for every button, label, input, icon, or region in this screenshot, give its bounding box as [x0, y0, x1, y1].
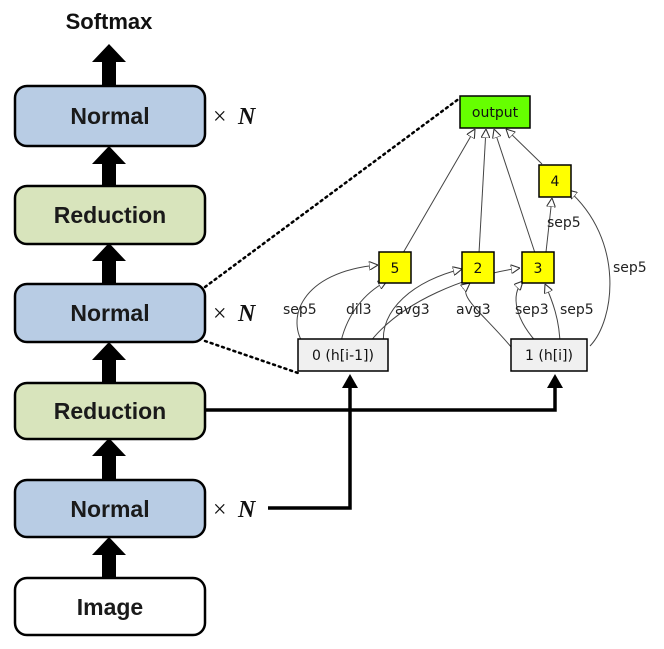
svg-text:N: N — [237, 104, 257, 130]
cell-output-node: output — [459, 95, 531, 129]
svg-text:3: 3 — [534, 261, 543, 277]
flow-arrows — [92, 44, 126, 578]
edge-label-sep5: sep5 — [547, 215, 581, 231]
block-label: Reduction — [54, 398, 166, 424]
svg-text:1 (h[i]): 1 (h[i]) — [525, 348, 573, 364]
svg-text:2: 2 — [474, 261, 483, 277]
block-label: Reduction — [54, 202, 166, 228]
svg-text:5: 5 — [391, 261, 400, 277]
cell-node-4: 4 — [538, 164, 572, 198]
cell-input-h0: 0 (h[i-1]) — [297, 338, 389, 372]
arrow-4 — [92, 438, 126, 480]
svg-text:4: 4 — [551, 174, 560, 190]
svg-text:output: output — [472, 105, 519, 121]
block-image: Image — [13, 576, 207, 637]
arrow-3 — [92, 342, 126, 383]
arrow-2 — [92, 243, 126, 284]
block-label: Normal — [70, 300, 149, 326]
block-reduction-bottom: Reduction — [13, 381, 207, 441]
edge-label-avg3: avg3 — [395, 302, 430, 318]
input-connectors — [205, 374, 563, 510]
edge-label-sep5: sep5 — [613, 260, 647, 276]
zoom-line-top — [203, 96, 462, 289]
cell-node-3: 3 — [521, 251, 555, 284]
repeat-label-middle: × N — [213, 301, 257, 327]
edge-label-sep5: sep5 — [283, 302, 317, 318]
cell-node-5: 5 — [378, 251, 412, 284]
softmax-label: Softmax — [66, 9, 154, 34]
block-label: Image — [77, 594, 143, 620]
svg-text:N: N — [237, 497, 257, 523]
arrow-softmax — [92, 44, 126, 85]
zoom-line-bottom — [203, 339, 300, 375]
svg-text:×: × — [213, 301, 227, 327]
block-normal-middle: Normal — [13, 282, 207, 344]
cell-input-h1: 1 (h[i]) — [510, 338, 588, 372]
repeat-label-bottom: × N — [213, 497, 257, 523]
arrow-1 — [92, 146, 126, 188]
svg-text:N: N — [237, 301, 257, 327]
svg-text:×: × — [213, 497, 227, 523]
svg-text:0 (h[i-1]): 0 (h[i-1]) — [312, 348, 374, 364]
block-reduction-top: Reduction — [13, 184, 207, 246]
block-normal-top: Normal — [13, 84, 207, 148]
repeat-label-top: × N — [213, 104, 257, 130]
edge-label-sep5: sep5 — [560, 302, 594, 318]
block-label: Normal — [70, 103, 149, 129]
cell-node-2: 2 — [461, 251, 495, 284]
edge-label-avg3: avg3 — [456, 302, 491, 318]
block-label: Normal — [70, 496, 149, 522]
block-normal-bottom: Normal — [13, 478, 207, 539]
cell-edges — [296, 129, 611, 349]
edge-label-sep3: sep3 — [515, 302, 549, 318]
edge-label-dil3: dil3 — [346, 302, 372, 318]
svg-text:×: × — [213, 104, 227, 130]
edge-labels: sep5 dil3 avg3 avg3 sep3 sep5 sep5 sep5 — [283, 215, 647, 318]
arrow-5 — [92, 537, 126, 578]
